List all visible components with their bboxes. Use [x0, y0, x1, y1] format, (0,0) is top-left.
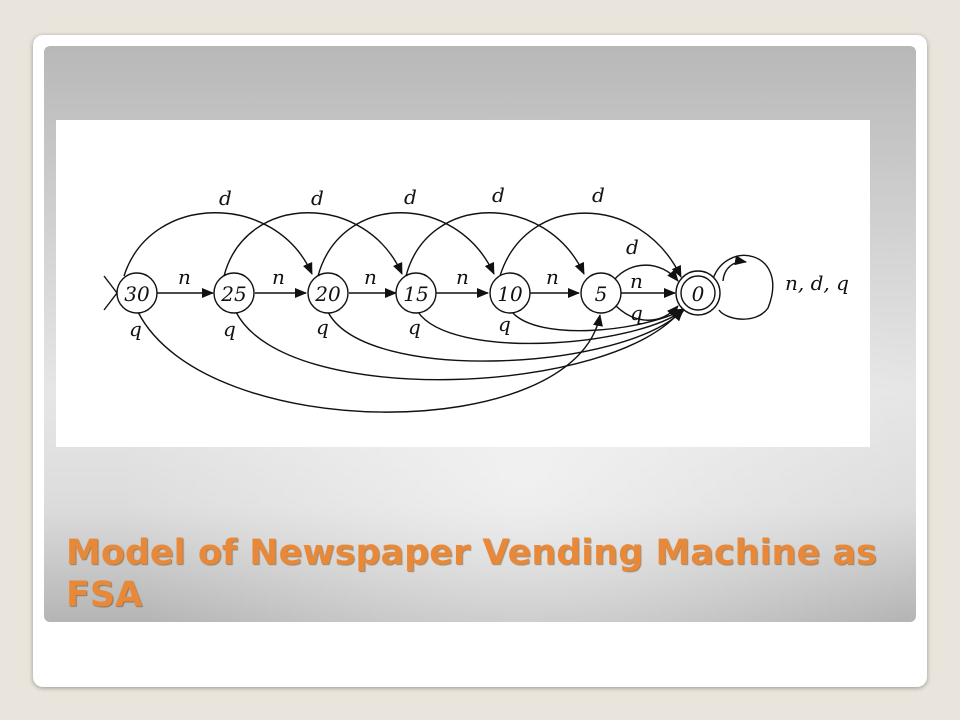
slide-title: Model of Newspaper Vending Machine as FS… — [66, 533, 877, 615]
edge-10-0-q — [511, 308, 686, 332]
state-10 — [489, 272, 531, 314]
state-label-10: 10 — [497, 282, 523, 306]
edge-5-0-d — [613, 264, 679, 282]
edge-label-20-0: q — [316, 315, 329, 339]
start-marker — [103, 275, 118, 311]
edge-label-15-5: d — [492, 183, 505, 207]
edge-label-25-0: q — [223, 317, 236, 341]
edge-10-0-d — [499, 212, 682, 278]
state-25 — [213, 272, 255, 314]
state-label-20: 20 — [314, 282, 341, 306]
state-label-25: 25 — [220, 282, 246, 306]
state-20 — [307, 272, 349, 314]
edge-label-20-15: n — [364, 265, 377, 289]
state-5 — [580, 272, 622, 314]
edge-20-10-d — [317, 212, 495, 277]
edge-label-30-20: d — [219, 186, 232, 210]
edge-25-15-d — [223, 212, 403, 277]
edge-label-15-0: q — [408, 315, 421, 339]
edge-label-0-0: n, d, q — [785, 271, 849, 295]
edge-label-10-5: n — [546, 265, 559, 289]
state-0-inner — [680, 275, 716, 311]
state-label-5: 5 — [595, 282, 608, 306]
edge-0-0-ndq — [711, 254, 774, 320]
edge-label-10-0: d — [592, 183, 605, 207]
state-label-0: 0 — [692, 282, 705, 306]
state-label-30: 30 — [124, 282, 150, 306]
edge-20-0-q — [327, 309, 684, 362]
state-0-outer — [675, 270, 721, 316]
edge-label-5-0-q: q — [630, 301, 643, 325]
edge-0-0-ndq-arrow — [722, 255, 747, 282]
edge-label-25-15: d — [311, 186, 324, 210]
edge-label-5-0-d: d — [626, 235, 639, 259]
state-label-15: 15 — [403, 282, 428, 306]
edge-label-30-25: n — [178, 265, 191, 289]
edge-label-10-0-q: q — [498, 312, 511, 336]
state-30 — [116, 272, 158, 314]
edge-15-5-d — [405, 212, 585, 277]
edge-5-0-q — [615, 305, 679, 321]
fsa-diagram-image: 30 25 20 15 10 5 0 n n n n n n d d d d d… — [56, 120, 870, 447]
edge-25-0-q — [235, 308, 683, 381]
edge-label-20-10: d — [404, 185, 417, 209]
edge-label-15-10: n — [456, 265, 469, 289]
edge-30-20-d — [123, 212, 313, 277]
edge-15-0-q — [417, 309, 685, 345]
fsa-diagram: 30 25 20 15 10 5 0 n n n n n n d d d d d… — [103, 183, 849, 413]
state-15 — [395, 272, 437, 314]
edge-label-25-20: n — [272, 265, 285, 289]
edge-label-5-0-n: n — [630, 269, 643, 293]
edge-30-5-q — [137, 311, 603, 413]
edge-label-30-5: q — [129, 317, 142, 341]
